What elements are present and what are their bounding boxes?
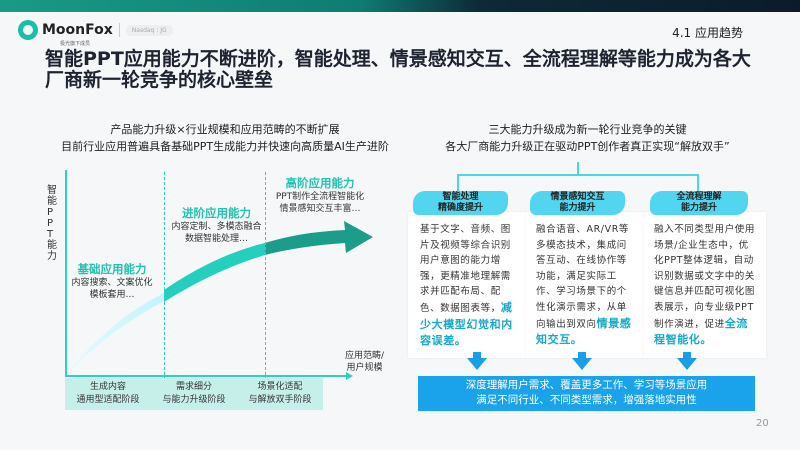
phase-band: 生成内容通用型适配阶段 需求细分与能力升级阶段 场景化适配与解放双手阶段 <box>65 378 323 410</box>
stage-title: 基础应用能力 <box>77 262 147 276</box>
x-axis-label-line1: 应用范畴/ <box>345 351 385 361</box>
result-line: 满足不同行业、不同类型需求，增强落地实用性 <box>476 394 697 406</box>
card-tag-line: 全流程理解 <box>676 192 722 202</box>
result-line: 深度理解用户需求、覆盖更多工作、学习等场景应用 <box>465 379 708 391</box>
stage-desc: 数据智能处理… <box>184 234 248 244</box>
stage-desc: 情景感知交互丰富… <box>279 204 361 214</box>
card-body: 融合语音、AR/VR等多模态技术，集成问答互动、在线协作等功能，满足实际工作、学… <box>536 222 636 349</box>
card-body: 融入不同类型用户使用场景/企业生态中，优化PPT整体逻辑，自动识别数据或文字中的… <box>654 222 756 349</box>
connector <box>577 162 579 175</box>
card-text: 基于文字、音频、图片及视频等综合识别用户意图的能力增强，更精准地理解需求并匹配布… <box>420 224 511 314</box>
arrow-down-icon <box>467 352 487 370</box>
card-tag-line: 精确度提升 <box>437 203 483 213</box>
stage-basic: 基础应用能力 内容搜索、文案优化 模板套用… <box>62 262 162 301</box>
stage-divider <box>265 172 266 410</box>
phase-line: 与解放双手阶段 <box>248 395 312 405</box>
phase-2: 需求细分与能力升级阶段 <box>151 378 237 410</box>
left-subtitle: 产品能力升级×行业规模和应用范畴的不断扩展 目前行业应用普遍具备基础PPT生成能… <box>60 121 390 155</box>
section-label: 4.1 应用趋势 <box>672 26 743 40</box>
x-axis <box>65 372 353 380</box>
exchange-badge: Nasdaq : JG <box>125 24 173 36</box>
top-banner <box>0 0 800 12</box>
arrow-down-icon <box>572 352 592 370</box>
result-banner: 深度理解用户需求、覆盖更多工作、学习等场景应用满足不同行业、不同类型需求，增强落… <box>418 376 755 411</box>
phase-line: 通用型适配阶段 <box>76 395 140 405</box>
stage-high: 高阶应用能力 PPT制作全流程智能化 情景感知交互丰富… <box>265 176 375 215</box>
card-body: 基于文字、音频、图片及视频等综合识别用户意图的能力增强，更精准地理解需求并匹配布… <box>420 222 520 350</box>
x-axis-label: 应用范畴/用户规模 <box>345 350 384 374</box>
card-text: 融入不同类型用户使用场景/企业生态中，优化PPT整体逻辑，自动识别数据或文字中的… <box>654 224 756 330</box>
curve-advanced <box>164 243 265 302</box>
card-text: 融合语音、AR/VR等多模态技术，集成问答互动、在线协作等功能，满足实际工作、学… <box>536 224 629 330</box>
divider <box>118 23 120 37</box>
card-tag: 全流程理解能力提升 <box>650 191 748 215</box>
x-axis-label-line2: 用户规模 <box>346 363 383 373</box>
card-tag: 情景感知交互能力提升 <box>530 191 625 215</box>
arrow-down-icon <box>677 352 697 370</box>
connector <box>457 174 699 176</box>
phase-line: 需求细分 <box>175 382 212 392</box>
stage-desc: 内容搜索、文案优化 <box>71 278 153 288</box>
card-highlight: 减少大模型幻觉和内容误差。 <box>420 300 513 348</box>
stage-desc: 模板套用… <box>89 290 135 300</box>
y-axis <box>65 170 67 376</box>
card-tag-line: 能力提升 <box>559 203 596 213</box>
card-tag-line: 智能处理 <box>442 192 479 202</box>
phase-line: 生成内容 <box>89 382 126 392</box>
right-subtitle-line2: 各大厂商能力升级正在驱动PPT创作者真正实现“解放双手” <box>445 140 730 153</box>
connector <box>457 174 459 192</box>
stage-title: 进阶应用能力 <box>182 206 251 220</box>
card-tag-line: 能力提升 <box>680 203 717 213</box>
phase-line: 与能力升级阶段 <box>162 395 226 405</box>
stage-divider <box>164 172 165 410</box>
page-number: 20 <box>756 418 769 429</box>
stage-advanced: 进阶应用能力 内容定制、多模态融合 数据智能处理… <box>164 206 269 245</box>
curve-basic <box>66 293 164 374</box>
capability-card-1 <box>408 212 526 358</box>
left-subtitle-line2: 目前行业应用普遍具备基础PPT生成能力并快速向高质量AI生产进阶 <box>61 140 389 153</box>
moonfox-logo-icon <box>18 20 38 40</box>
right-subtitle: 三大能力升级成为新一轮行业竞争的关键 各大厂商能力升级正在驱动PPT创作者真正实… <box>415 121 760 155</box>
card-highlight: 情景感知交互。 <box>536 316 632 347</box>
phase-line: 场景化适配 <box>257 382 303 392</box>
card-tag-line: 情景感知交互 <box>550 192 605 202</box>
capability-card-3 <box>644 212 766 358</box>
moonfox-logo: MoonFox 极光旗下成员 Nasdaq : JG <box>18 20 173 47</box>
stage-desc: PPT制作全流程智能化 <box>275 192 365 202</box>
stage-title: 高阶应用能力 <box>285 176 355 190</box>
connector <box>697 174 699 192</box>
phase-1: 生成内容通用型适配阶段 <box>65 378 151 410</box>
stage-desc: 内容定制、多模态融合 <box>171 222 262 232</box>
card-highlight: 全流程智能化。 <box>654 316 748 347</box>
brand-name: MoonFox <box>42 22 113 38</box>
page-title: 智能PPT应用能力不断进阶，智能处理、情景感知交互、全流程理解等能力成为各大厂商… <box>45 48 751 91</box>
phase-3: 场景化适配与解放双手阶段 <box>237 378 323 410</box>
left-subtitle-line1: 产品能力升级×行业规模和应用范畴的不断扩展 <box>110 123 340 136</box>
capability-card-2 <box>526 212 644 358</box>
curve-high <box>265 221 373 255</box>
brand-tagline: 极光旗下成员 <box>60 41 91 47</box>
y-axis-label: 智能PPT能力 <box>47 185 57 262</box>
right-subtitle-line1: 三大能力升级成为新一轮行业竞争的关键 <box>488 123 687 136</box>
card-tag: 智能处理精确度提升 <box>413 191 508 215</box>
